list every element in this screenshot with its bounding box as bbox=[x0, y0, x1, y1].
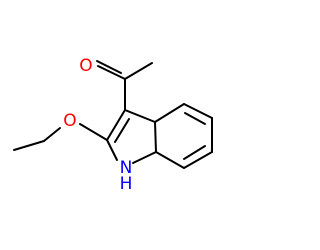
bond-c2-to-ether-oxygen bbox=[79, 123, 108, 141]
nitrogen-label: N bbox=[120, 158, 133, 178]
bond-ether-oxygen-to-ch2 bbox=[43, 127, 61, 142]
bond-n1-c7a bbox=[132, 151, 157, 164]
carbonyl-oxygen-atom: O bbox=[79, 56, 92, 76]
nitrogen-hydrogen-label: H bbox=[120, 174, 133, 194]
ether-oxygen-label: O bbox=[63, 111, 76, 131]
bond-c3-c3a bbox=[124, 109, 156, 123]
bond-c7-c7a bbox=[155, 151, 185, 169]
bond-c4-c5-inner bbox=[184, 112, 206, 125]
bond-c3-c2-inner bbox=[114, 118, 130, 143]
bond-c3a-c4 bbox=[154, 103, 185, 123]
bond-c4-c5-outer bbox=[183, 103, 213, 119]
chemical-structure-diagram: O O N H bbox=[13, 56, 213, 194]
ether-oxygen-atom: O bbox=[63, 111, 76, 131]
bond-ch2-to-ch3 bbox=[13, 140, 45, 151]
bond-c3a-c7a bbox=[154, 121, 157, 153]
nitrogen-atom: N H bbox=[120, 158, 133, 194]
bond-carbonyl-double-outer bbox=[97, 65, 126, 80]
bond-c6-c7-inner bbox=[183, 145, 206, 160]
bond-c6-c7-outer bbox=[183, 151, 213, 169]
bond-methyl-to-carbonyl bbox=[124, 62, 153, 80]
carbonyl-oxygen-label: O bbox=[79, 56, 92, 76]
bond-c2-n1 bbox=[106, 139, 118, 161]
bond-carbonyl-double-inner bbox=[96, 60, 122, 74]
bond-c3-c2-outer bbox=[106, 109, 126, 141]
